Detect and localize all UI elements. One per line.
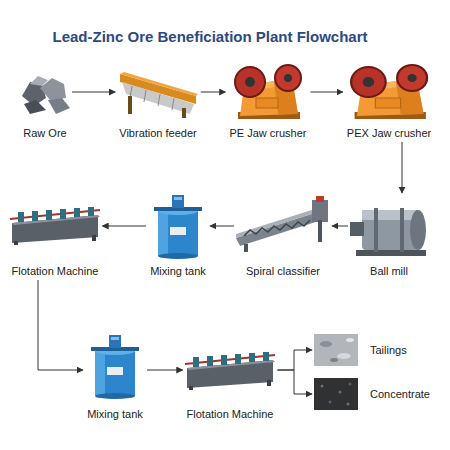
- machine-label: Raw Ore: [23, 126, 66, 140]
- pex-jaw-crusher-figure: [351, 65, 427, 119]
- flotation-figure: [185, 352, 275, 390]
- machine-node: Flotation Machine: [10, 195, 101, 278]
- flow-arrow: [277, 370, 312, 394]
- mixing-tank-figure: [91, 335, 139, 399]
- diagram-title: Lead-Zinc Ore Beneficiation Plant Flowch…: [0, 28, 420, 45]
- spiral-classifier-figure: [244, 244, 248, 252]
- machine-label: PE Jaw crusher: [229, 126, 306, 140]
- ball-mill-figure: [356, 250, 426, 256]
- machine-node: PEX Jaw crusher: [345, 62, 433, 140]
- tailings-figure: [330, 358, 338, 362]
- machine-label: Tailings: [370, 343, 407, 357]
- vibration-feeder-figure: [120, 72, 198, 96]
- concentrate-figure: [314, 378, 358, 410]
- flow-arrow: [72, 92, 115, 93]
- vibration-feeder-figure: [158, 94, 160, 106]
- ball-mill-figure: [400, 208, 404, 252]
- flow-arrow: [147, 370, 183, 371]
- concentrate-figure: [314, 378, 358, 410]
- flow-arrow: [210, 226, 234, 227]
- concentrate-figure: [347, 403, 350, 406]
- spiral-classifier-figure: [236, 212, 322, 246]
- machine-label: Flotation Machine: [187, 407, 274, 421]
- spiral-classifier-figure: [316, 196, 324, 202]
- ball-mill-figure: [350, 222, 364, 236]
- machine-node: Raw Ore: [20, 62, 70, 140]
- ball-mill-figure: [374, 208, 378, 252]
- raw-ore-figure: [30, 76, 48, 86]
- spiral-classifier-figure: [312, 200, 328, 222]
- vibration-feeder-figure: [128, 96, 132, 114]
- machine-label: Mixing tank: [87, 407, 143, 421]
- concentrate-figure: [349, 383, 352, 386]
- flow-arrow: [38, 280, 83, 370]
- tailings-figure: [314, 334, 358, 366]
- ball-mill-figure: [350, 208, 426, 256]
- pe-jaw-crusher-figure: [235, 65, 301, 119]
- vibration-feeder-figure: [144, 90, 146, 102]
- machine-label: Mixing tank: [150, 264, 206, 278]
- flotation-figure: [10, 207, 100, 245]
- tailings-figure: [314, 334, 358, 366]
- machine-label: Concentrate: [370, 387, 430, 401]
- spiral-classifier-figure: [236, 208, 318, 238]
- machine-label: Spiral classifier: [246, 264, 320, 278]
- machine-node: Tailings: [314, 334, 407, 366]
- machine-node: Concentrate: [314, 378, 430, 410]
- concentrate-figure: [339, 391, 342, 394]
- raw-ore-figure: [22, 76, 70, 114]
- spiral-classifier-figure: [318, 220, 322, 242]
- spiral-classifier-figure: [236, 196, 328, 252]
- spiral-classifier-figure: [244, 220, 310, 236]
- machine-label: Ball mill: [370, 264, 408, 278]
- machine-label: Vibration feeder: [119, 126, 196, 140]
- flow-arrow: [332, 226, 348, 227]
- tailings-figure: [337, 353, 351, 359]
- machine-label: Flotation Machine: [12, 264, 99, 278]
- raw-ore-figure: [48, 98, 70, 114]
- machine-node: Spiral classifier: [236, 195, 330, 278]
- vibration-feeder-figure: [120, 72, 198, 118]
- vibration-feeder-figure: [182, 108, 186, 118]
- ball-mill-figure: [362, 210, 418, 250]
- concentrate-figure: [329, 401, 332, 404]
- flow-arrow: [201, 92, 226, 93]
- ball-mill-figure: [410, 210, 426, 250]
- flow-arrow: [102, 226, 146, 227]
- tailings-figure: [346, 338, 354, 342]
- machine-node: Flotation Machine: [185, 335, 276, 421]
- machine-node: Mixing tank: [85, 335, 145, 421]
- vibration-feeder-figure: [172, 98, 174, 110]
- machine-node: Mixing tank: [148, 195, 208, 278]
- mixing-tank-figure: [154, 195, 202, 259]
- machine-node: PE Jaw crusher: [227, 62, 308, 140]
- machine-node: Vibration feeder: [117, 62, 198, 140]
- machine-label: PEX Jaw crusher: [347, 126, 431, 140]
- concentrate-figure: [321, 385, 324, 388]
- flow-arrow: [311, 92, 343, 93]
- ball-mill-figure: [362, 210, 418, 220]
- flow-arrow: [402, 142, 403, 193]
- machine-node: Ball mill: [350, 195, 428, 278]
- flow-arrow: [277, 350, 312, 370]
- raw-ore-figure: [24, 100, 46, 114]
- tailings-figure: [320, 341, 332, 347]
